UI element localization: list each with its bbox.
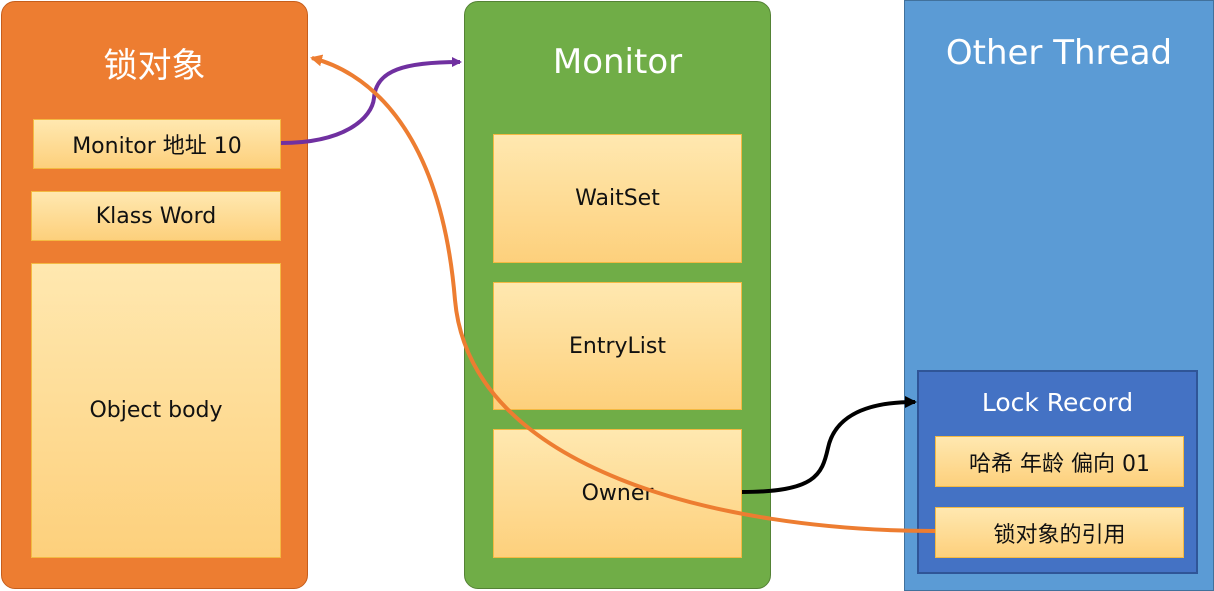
lock-object-title: 锁对象 [103, 46, 206, 86]
monitor-title: Monitor [552, 42, 683, 82]
klass-word-cell: Klass Word [31, 191, 281, 241]
waitset-cell: WaitSet [493, 134, 742, 263]
object-reference-cell: 锁对象的引用 [935, 507, 1184, 558]
other-thread-title: Other Thread [945, 33, 1173, 73]
monitor-address-cell: Monitor 地址 10 [33, 119, 281, 169]
owner-cell: Owner [493, 429, 742, 558]
lock-record-title: Lock Record [981, 388, 1134, 417]
object-body-cell: Object body [31, 263, 281, 558]
entrylist-cell: EntryList [493, 282, 742, 410]
mark-word-cell: 哈希 年龄 偏向 01 [935, 436, 1184, 487]
